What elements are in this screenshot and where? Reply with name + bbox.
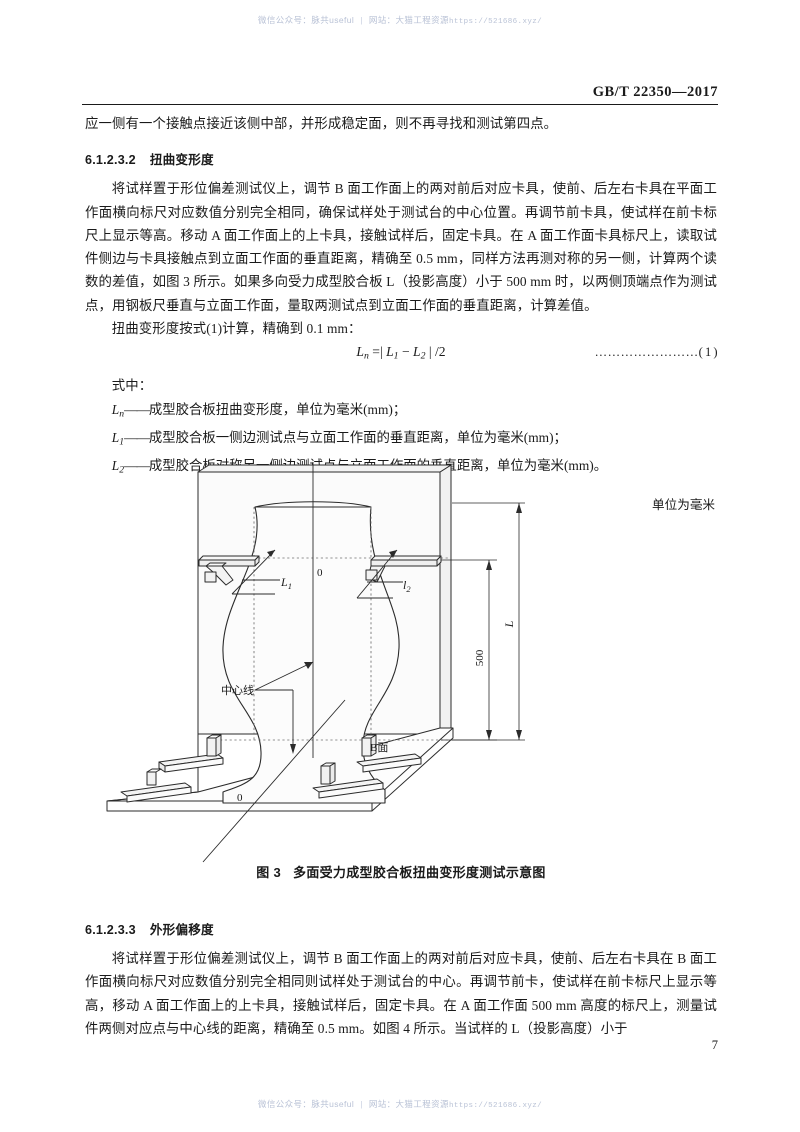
figure-caption: 图 3 多面受力成型胶合板扭曲变形度测试示意图	[85, 862, 717, 881]
formula-term2-symbol: L	[413, 344, 421, 360]
label-zero-bottom: 0	[237, 792, 243, 804]
watermark-site-label: 网站：	[368, 1099, 396, 1109]
centreline-leader	[254, 661, 314, 754]
figure-3-diagram: L1 l2 0 中心线 B面 0 500 L	[85, 462, 717, 870]
dimension-L	[452, 502, 525, 741]
definition-dash: ——	[124, 457, 150, 473]
formula-equals: =|	[372, 344, 383, 360]
definition-symbol: L	[111, 429, 120, 445]
label-centreline: 中心线	[221, 683, 254, 697]
watermark-url: https://521686.xyz/	[448, 18, 543, 26]
section-number: 6.1.2.3.2	[85, 153, 136, 168]
formula-term2-sub: 2	[420, 351, 426, 363]
section-title: 外形偏移度	[149, 923, 214, 937]
figure-caption-number: 图 3	[256, 865, 282, 880]
base-clamp-left-rear	[158, 734, 224, 773]
formula-expression: Ln =| L1 − L2 | /2	[85, 344, 717, 362]
watermark-account-name: 脉共useful	[311, 1099, 355, 1109]
watermark-account-label: 微信公众号：	[257, 15, 312, 25]
definition-symbol-sub: 1	[119, 436, 125, 448]
upper-clamp-left	[198, 555, 260, 586]
label-zero-top: 0	[317, 567, 323, 579]
base-clamp-left-front	[120, 768, 192, 803]
section-title: 扭曲变形度	[149, 153, 214, 168]
base-clamp-right-rear	[356, 734, 422, 773]
definition-dash: ——	[124, 429, 150, 445]
formula-number: ……………………( 1 )	[594, 345, 718, 360]
section-1-paragraph-2: 扭曲变形度按式(1)计算，精确到 0.1 mm：	[111, 321, 362, 337]
section-2-paragraph-1: 将试样置于形位偏差测试仪上，调节 B 面工作面上的两对前后对应卡具，使前、后左右…	[85, 951, 717, 1036]
formula-1: Ln =| L1 − L2 | /2 ……………………( 1 )	[85, 344, 717, 368]
definition-symbol-sub: n	[119, 408, 125, 420]
formula-leader-dots: ……………………	[594, 345, 699, 360]
definition-symbol: L	[111, 457, 120, 473]
watermark-site-name: 大猫工程资源	[395, 15, 449, 25]
base-clamp-right-front	[312, 762, 384, 799]
formula-minus: −	[401, 344, 410, 360]
specimen-top-edge	[254, 501, 372, 508]
label-dim-500: 500	[474, 649, 486, 666]
figure-caption-title: 多面受力成型胶合板扭曲变形度测试示意图	[293, 865, 546, 880]
definition-text: 成型胶合板扭曲变形度，单位为毫米(mm)；	[148, 401, 407, 417]
formula-index: ( 1 )	[698, 345, 718, 360]
watermark-site-label: 网站：	[368, 15, 396, 25]
definition-dash: ——	[124, 401, 150, 417]
units-note: 单位为毫米	[652, 497, 715, 512]
watermark-url: https://521686.xyz/	[448, 1102, 543, 1110]
definition-symbol: L	[111, 401, 120, 417]
definition-text: 成型胶合板一侧边测试点与立面工作面的垂直距离，单位为毫米(mm)；	[148, 429, 567, 445]
L2-leader	[356, 549, 403, 599]
formula-term1-symbol: L	[386, 344, 394, 360]
formula-close: | /2	[428, 344, 446, 360]
watermark-site-name: 大猫工程资源	[395, 1099, 449, 1109]
continued-paragraph: 应一侧有一个接触点接近该侧中部，并形成稳定面，则不再寻找和测试第四点。	[85, 116, 558, 131]
watermark-separator: |	[360, 15, 363, 25]
watermark-account-name: 脉共useful	[311, 15, 355, 25]
watermark-top: 微信公众号：脉共useful | 网站：大猫工程资源https://521686.x…	[0, 14, 800, 26]
header-rule	[82, 104, 718, 105]
definition-symbol-sub: 2	[119, 464, 125, 476]
section-1-paragraph-1: 将试样置于形位偏差测试仪上，调节 B 面工作面上的两对前后对应卡具，使前、后左右…	[85, 181, 717, 313]
page-number: 7	[711, 1038, 718, 1052]
definition-row: Ln——成型胶合板扭曲变形度，单位为毫米(mm)；	[85, 398, 717, 426]
section-heading-6-1-2-3-2: 6.1.2.3.2 扭曲变形度	[85, 149, 717, 168]
label-L2: l2	[403, 578, 411, 594]
formula-term1-sub: 1	[393, 351, 399, 363]
document-body-tail: 6.1.2.3.3 外形偏移度 将试样置于形位偏差测试仪上，调节 B 面工作面上的…	[85, 905, 717, 1040]
formula-lhs-symbol: L	[356, 344, 364, 360]
projection-dotted-lines	[220, 507, 448, 742]
L1-leader	[231, 549, 280, 595]
watermark-separator: |	[360, 1099, 363, 1109]
label-dim-L: L	[502, 620, 516, 628]
torsion-test-schematic: L1 l2 0 中心线 B面 0 500 L	[106, 462, 525, 863]
section-heading-6-1-2-3-3: 6.1.2.3.3 外形偏移度	[85, 919, 717, 938]
section-number: 6.1.2.3.3	[85, 923, 136, 937]
label-L1: L1	[280, 575, 292, 591]
document-body: 应一侧有一个接触点接近该侧中部，并形成稳定面，则不再寻找和测试第四点。 6.1.…	[85, 112, 718, 513]
watermark-bottom: 微信公众号：脉共useful | 网站：大猫工程资源https://521686.x…	[0, 1098, 800, 1110]
vertical-panel-top-edge	[197, 464, 452, 473]
label-face-b: B面	[370, 742, 388, 754]
watermark-account-label: 微信公众号：	[257, 1099, 312, 1109]
base-centre-line	[202, 699, 346, 863]
vertical-panel-edge	[439, 464, 452, 735]
definition-row: L1——成型胶合板一侧边测试点与立面工作面的垂直距离，单位为毫米(mm)；	[85, 426, 717, 454]
standard-code-header: GB/T 22350—2017	[592, 84, 718, 100]
formula-lhs-sub: n	[363, 351, 369, 363]
where-label: 式中：	[111, 378, 153, 394]
plywood-specimen	[222, 506, 400, 804]
